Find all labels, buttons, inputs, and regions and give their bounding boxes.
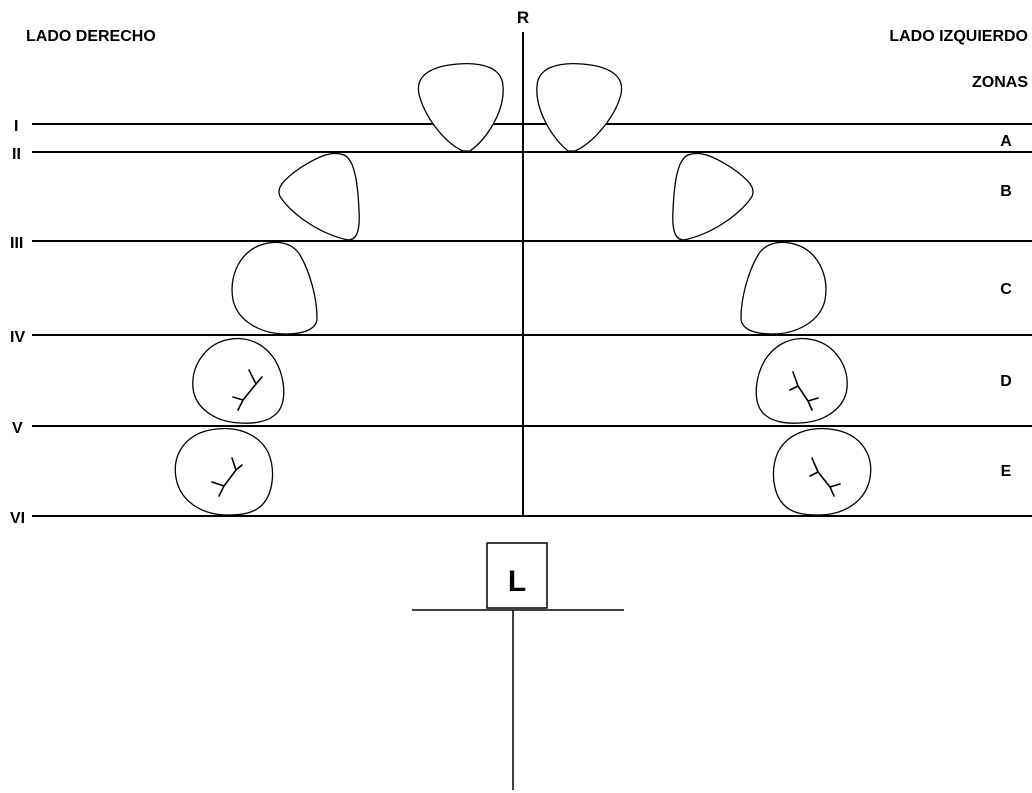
tooth-canine-left-icon [672,152,754,241]
label-zonas: ZONAS [972,74,1028,91]
level-label-v: V [12,420,23,437]
level-label-iii: III [10,235,23,252]
tooth-canine-right-icon [278,152,360,241]
level-label-vi: VI [10,510,25,527]
level-label-i: I [14,118,18,135]
zone-label-d: D [1000,373,1012,390]
tooth-molar-e-right-icon [174,427,274,516]
bottom-marker-box [486,542,548,609]
tooth-molar-e-left-icon [772,427,872,516]
label-top-marker: R [517,8,529,27]
tooth-central-incisor-right-icon [417,62,504,152]
tooth-molar-d-left-icon [755,337,848,424]
tooth-premolar-right-icon [231,241,318,335]
label-lado-izquierdo: LADO IZQUIERDO [889,28,1028,45]
level-label-ii: II [12,146,21,163]
tooth-premolar-left-icon [740,241,827,335]
zone-label-a: A [1000,133,1012,150]
label-lado-derecho: LADO DERECHO [26,28,156,45]
tooth-central-incisor-left-icon [536,62,623,152]
tooth-molar-d-right-icon [192,337,285,424]
level-label-iv: IV [10,329,25,346]
bottom-marker-label: L [508,565,526,598]
zone-label-e: E [1001,463,1012,480]
zone-label-c: C [1000,281,1012,298]
zone-label-b: B [1000,183,1012,200]
